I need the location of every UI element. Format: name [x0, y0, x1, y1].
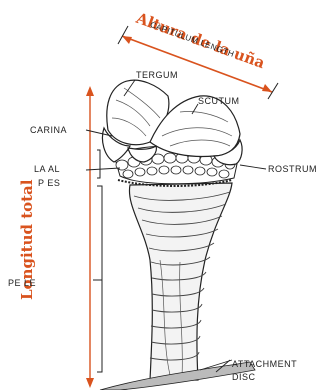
capitulum-plates	[102, 80, 242, 165]
attachment-label: ATTACHMENT	[232, 359, 297, 369]
scutum-label: SCUTUM	[198, 96, 240, 106]
disc-label: DISC	[232, 372, 256, 382]
rostrum-label: ROSTRUM	[268, 164, 317, 174]
peduncle-label: PE LE	[8, 278, 36, 288]
peduncle-shape	[129, 183, 232, 380]
lateral-plates-label-bottom: P ES	[38, 178, 60, 188]
brackets	[93, 150, 102, 372]
tergum-label: TERGUM	[136, 70, 178, 80]
carina-label: CARINA	[30, 125, 67, 135]
lateral-plates-label-top: LA AL	[34, 164, 60, 174]
